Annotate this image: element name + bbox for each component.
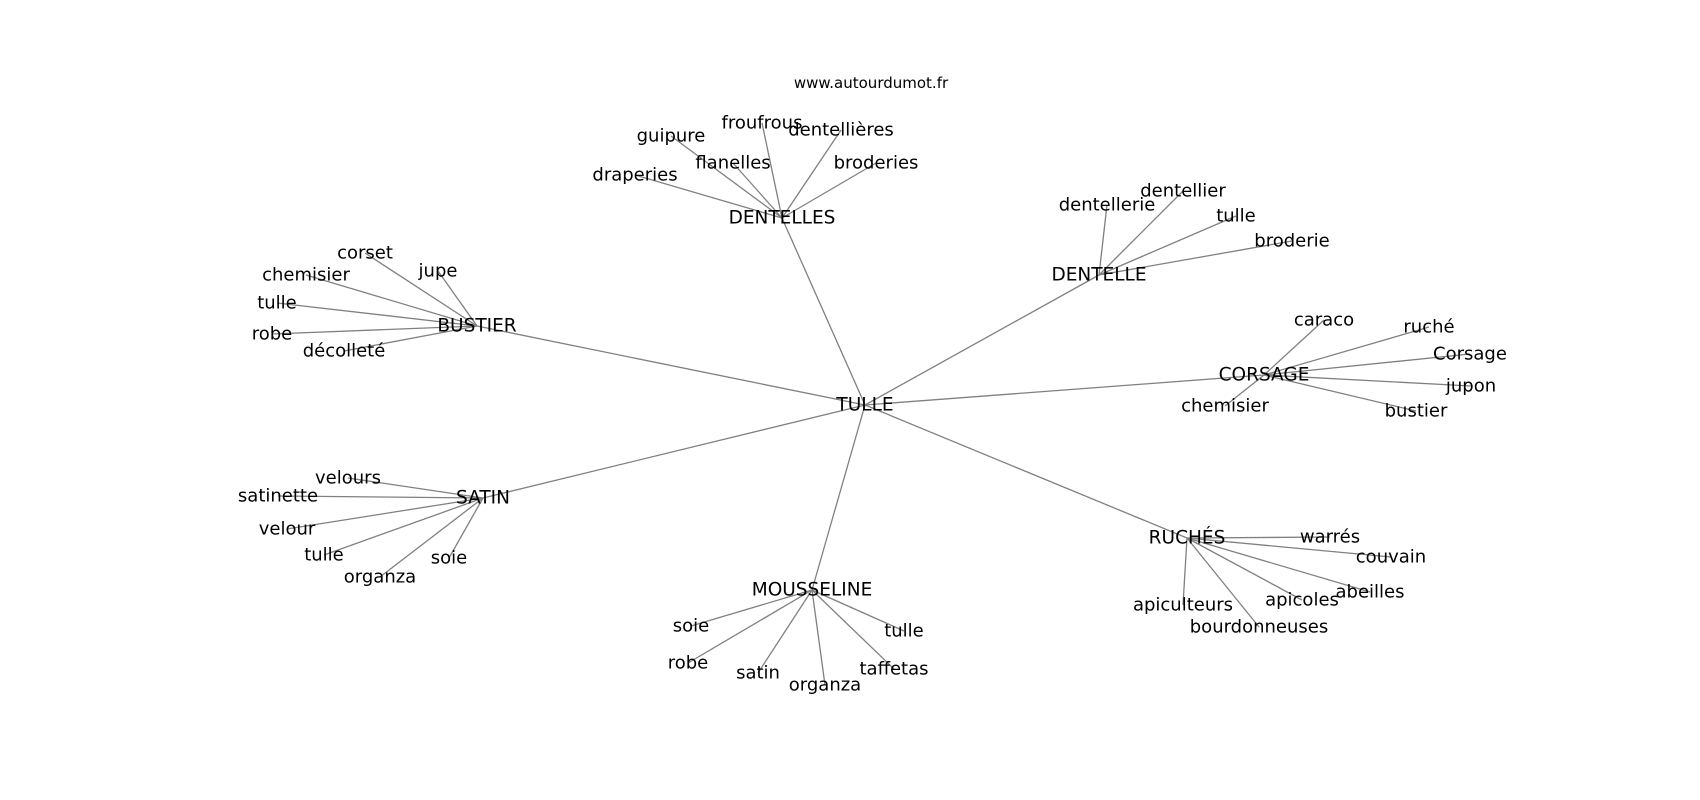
leaf-node-label: satinette [238,486,318,507]
edge-hub-leaf [761,122,783,219]
leaf-node-label: soie [673,616,709,637]
edge-hub-leaf [732,162,783,219]
edge-hub-leaf [276,302,478,327]
leaf-node-label: dentellières [788,120,894,141]
edge-hub-leaf [1263,353,1471,376]
leaf-node-label: velours [315,468,381,489]
hub-node-label: CORSAGE [1219,365,1310,386]
edge-hub-leaf [379,497,484,578]
edge-hub-leaf [781,129,842,219]
edge-hub-leaf [690,589,813,627]
leaf-node-label: satin [736,663,780,684]
leaf-node-label: Corsage [1433,344,1507,365]
edge-hub-leaf [305,274,478,327]
edge-hub-leaf [448,497,484,559]
edge-center-hub [864,404,1188,539]
edge-hub-leaf [271,325,478,335]
leaf-node-label: dentellerie [1059,195,1156,216]
leaf-node-label: flanelles [695,153,770,174]
leaf-node-label: ruché [1403,317,1454,338]
edge-center-hub [781,217,866,406]
leaf-node-label: chemisier [262,265,350,286]
leaf-node-label: bourdonneuses [1190,617,1329,638]
leaf-node-label: robe [252,324,293,345]
leaf-node-label: tulle [304,545,344,566]
leaf-node-label: tulle [1216,206,1256,227]
edge-hub-leaf [1263,326,1430,376]
leaf-node-label: soie [431,548,467,569]
edge-hub-leaf [437,270,478,327]
edge-hub-leaf [781,162,877,219]
leaf-node-label: apiculteurs [1133,595,1233,616]
edge-hub-leaf [1186,537,1392,558]
leaf-node-label: chemisier [1181,396,1269,417]
edge-hub-leaf [1186,536,1331,539]
edge-hub-leaf [1186,537,1260,628]
leaf-node-label: guipure [637,126,706,147]
graph-edges [271,122,1472,686]
graph-labels: www.autourdumot.fr TULLE DENTELLES froufro… [238,74,1507,696]
leaf-node-label: couvain [1356,547,1426,568]
hub-node-label: MOUSSELINE [752,580,873,601]
edge-hub-leaf [811,589,826,686]
edge-hub-leaf [1224,374,1265,407]
leaf-node-label: tulle [257,293,297,314]
edge-hub-leaf [670,135,783,219]
leaf-node-label: robe [668,653,709,674]
leaf-node-label: bustier [1385,401,1448,422]
edge-hub-leaf [1263,374,1472,387]
hub-node-label: DENTELLES [729,208,836,229]
edge-center-hub [864,374,1265,406]
edge-hub-leaf [811,589,905,632]
leaf-node-label: décolleté [303,341,386,362]
edge-hub-leaf [1263,374,1417,412]
hub-node-label: BUSTIER [437,316,516,337]
edge-center-hub [864,274,1100,406]
leaf-node-label: caraco [1294,310,1354,331]
edge-hub-leaf [1098,240,1293,276]
edge-hub-leaf [364,252,478,327]
edge-hub-leaf [286,497,484,530]
source-watermark: www.autourdumot.fr [794,74,949,92]
leaf-node-label: organza [789,675,861,696]
leaf-node-label: velour [259,519,316,540]
hub-node-label: RUCHÉS [1149,527,1226,549]
edge-center-hub [482,404,866,499]
leaf-node-label: tulle [884,621,924,642]
leaf-node-label: jupon [1445,376,1496,397]
leaf-node-label: froufrous [722,113,803,134]
edge-hub-leaf [811,589,895,670]
edge-hub-leaf [1182,537,1188,606]
edge-hub-leaf [1098,215,1237,276]
leaf-node-label: organza [344,567,416,588]
edge-hub-leaf [323,497,484,556]
edge-hub-leaf [347,477,484,499]
leaf-node-label: abeilles [1336,582,1405,603]
leaf-node-label: taffetas [859,659,928,680]
leaf-node-label: apicoles [1265,590,1339,611]
edge-hub-leaf [277,495,484,499]
edge-hub-leaf [1186,537,1303,601]
edge-hub-leaf [1098,204,1108,276]
leaf-node-label: corset [337,243,393,264]
leaf-node-label: warrés [1300,527,1360,548]
hub-node-label: SATIN [456,488,510,509]
edge-hub-leaf [343,325,478,352]
leaf-node-label: dentellier [1140,181,1226,202]
leaf-node-label: broderie [1254,231,1329,252]
hub-node-label: DENTELLE [1051,265,1146,286]
edge-center-hub [476,325,866,406]
edge-center-hub [811,404,866,591]
edge-hub-leaf [1098,190,1184,276]
center-node-label: TULLE [835,395,893,416]
leaf-node-label: draperies [592,165,677,186]
edge-hub-leaf [1186,537,1371,593]
edge-hub-leaf [687,589,813,664]
leaf-node-label: jupe [418,261,458,282]
edge-hub-leaf [634,174,783,219]
edge-hub-leaf [757,589,813,674]
edge-hub-leaf [1263,319,1325,376]
leaf-node-label: broderies [834,153,919,174]
